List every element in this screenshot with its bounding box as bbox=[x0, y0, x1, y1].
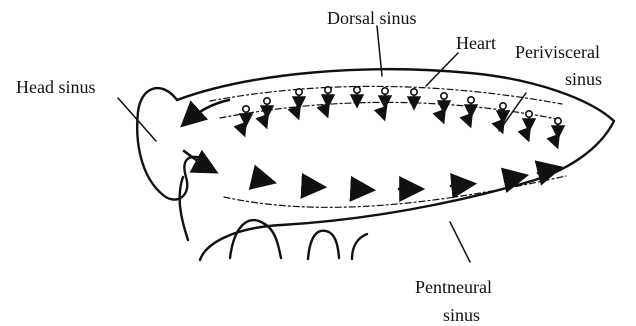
ostium-group-9 bbox=[467, 97, 474, 125]
perivisceral-label-line-2: sinus bbox=[565, 69, 602, 89]
leg-middle bbox=[308, 231, 339, 259]
ventral-flow-arrow-3 bbox=[352, 189, 371, 190]
ostium-group-4 bbox=[324, 87, 331, 115]
front-flow-arrow bbox=[184, 100, 229, 124]
leg-right-start bbox=[352, 234, 367, 259]
perivisceral-label-line-1: Perivisceral bbox=[515, 42, 600, 62]
ventral-flow-arrow-2 bbox=[303, 186, 322, 187]
ventral-flow-arrow-6 bbox=[505, 176, 524, 180]
ostium-group-1 bbox=[241, 106, 249, 134]
ostium-group-8 bbox=[440, 93, 447, 121]
ostium-group-12 bbox=[554, 118, 561, 146]
ostium-group-2 bbox=[263, 98, 270, 126]
pentneural-leader bbox=[450, 222, 470, 262]
dorsal-sinus-label: Dorsal sinus bbox=[327, 8, 417, 28]
ventral-flow-arrow-1 bbox=[255, 178, 272, 182]
lower-dash-line bbox=[224, 176, 566, 207]
ostium-group-11 bbox=[525, 111, 532, 139]
pentneural-label-line-2: sinus bbox=[443, 305, 480, 325]
head-flow-arrow bbox=[184, 151, 214, 171]
ventral-flow-arrow-5 bbox=[451, 184, 472, 186]
head-sinus-label: Head sinus bbox=[16, 77, 96, 97]
pentneural-label-line-1: Pentneural bbox=[415, 277, 492, 297]
heart-label: Heart bbox=[456, 33, 496, 53]
ostium-group-3 bbox=[295, 89, 302, 117]
ostium-group-7 bbox=[411, 89, 417, 107]
body-outline bbox=[137, 69, 614, 260]
